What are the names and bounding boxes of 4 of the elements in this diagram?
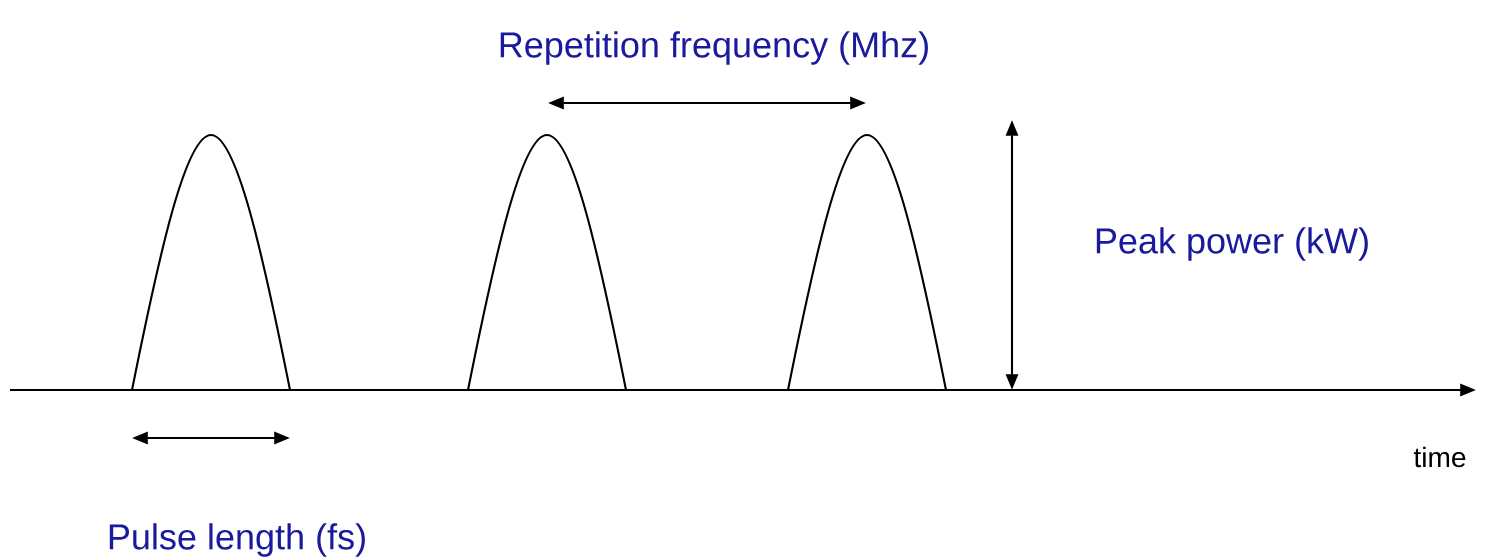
dimension-label: Repetition frequency (Mhz) <box>500 31 928 65</box>
dimension-label: Pulse length (fs) <box>109 523 365 557</box>
dimension-label: Peak power (kW) <box>1096 227 1368 261</box>
axis-label: time <box>1413 446 1466 468</box>
